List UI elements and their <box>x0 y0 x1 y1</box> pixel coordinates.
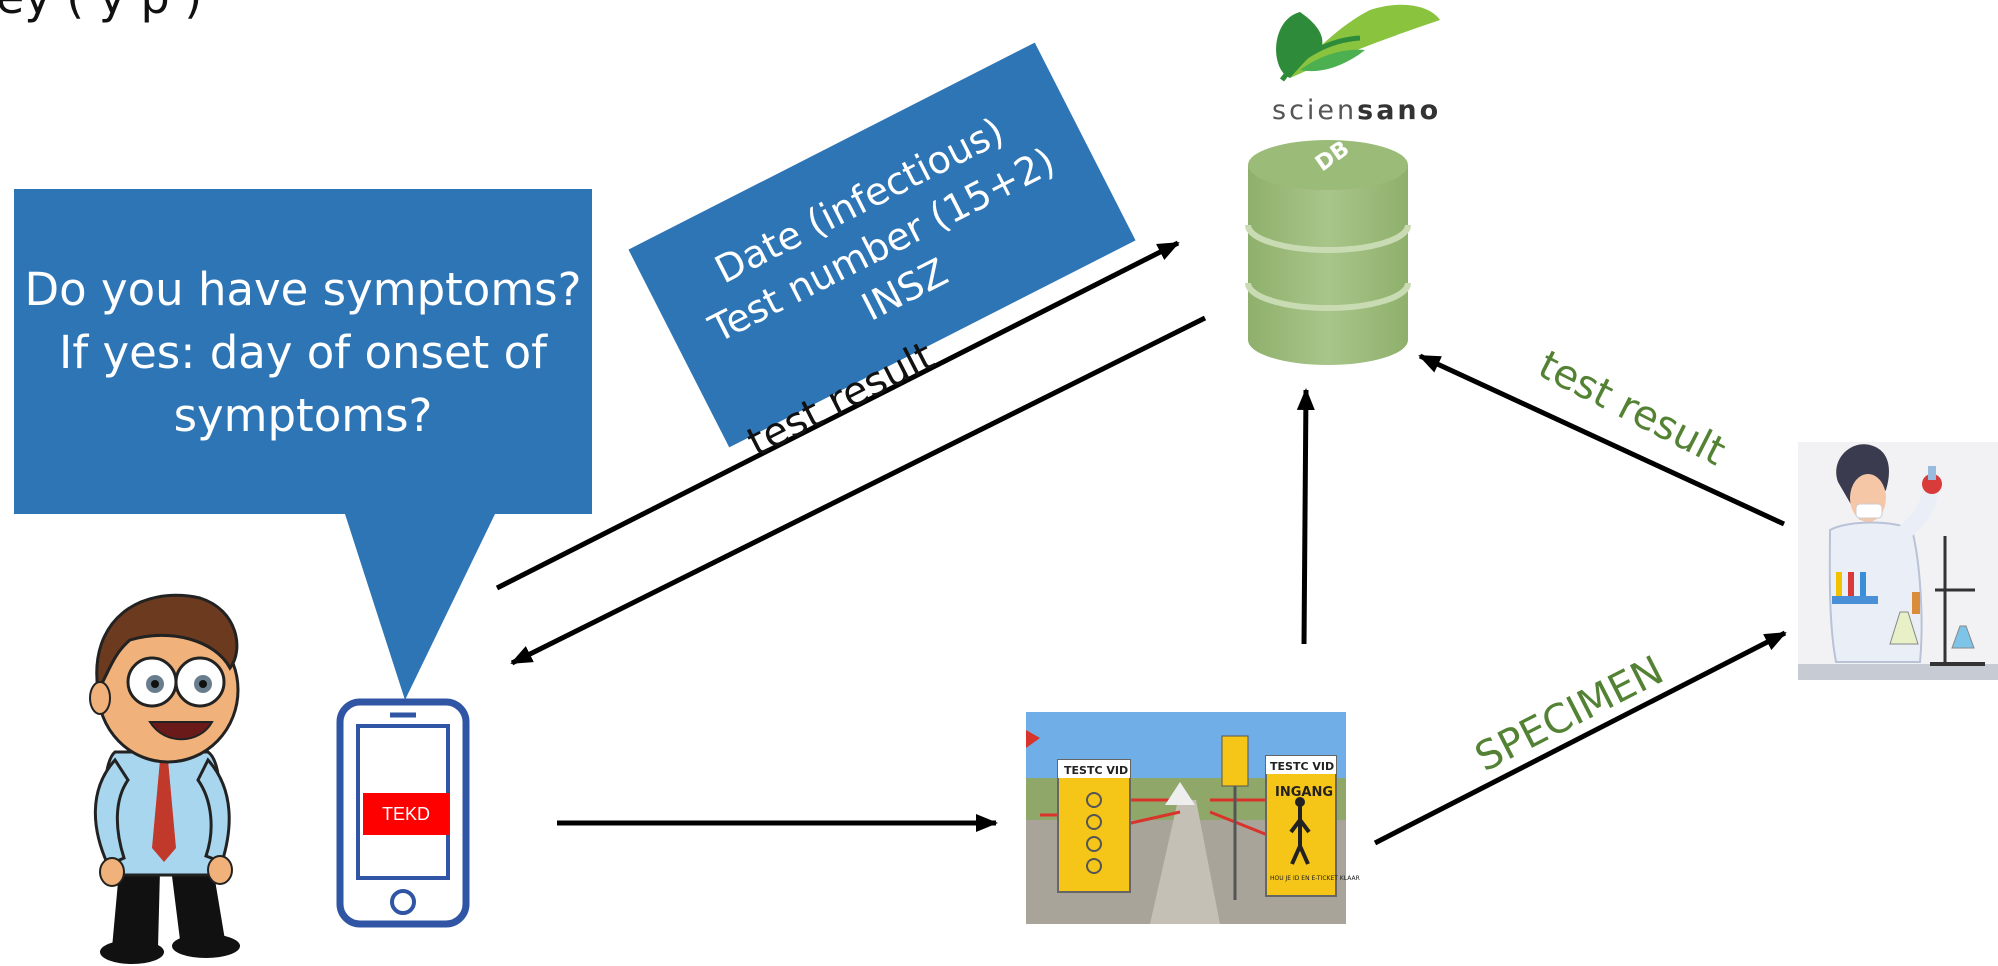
arrow-phone-to-db <box>495 240 1180 591</box>
cartoon-person-icon <box>89 593 240 964</box>
speech-bubble-text: Do you have symptoms? If yes: day of ons… <box>14 258 592 447</box>
database-icon: DB <box>1245 136 1411 365</box>
speech-bubble <box>14 189 592 700</box>
sign-right-title: TESTC VID <box>1270 760 1334 773</box>
header-fragment: ey ( y p ) <box>0 0 202 24</box>
bubble-line-2: If yes: day of onset of <box>59 326 547 379</box>
sign-left-text: TESTC VID <box>1064 764 1128 777</box>
sciensano-logo-text: sciensano <box>1272 95 1441 126</box>
arrow-site-to-db <box>1296 388 1315 645</box>
sign-right-note: HOU JE ID EN E-TICKET KLAAR <box>1270 875 1360 882</box>
phone-app-label: TEKD <box>363 793 449 835</box>
lab-scientist-icon <box>1798 442 1998 680</box>
logo-text-light: scien <box>1272 95 1358 126</box>
bubble-line-3: symptoms? <box>173 389 433 442</box>
sciensano-logo-icon <box>1276 4 1440 82</box>
arrow-db-to-phone <box>510 315 1207 666</box>
test-site-photo: TESTC VID TESTC VID INGANG HOU JE ID EN … <box>1026 712 1360 924</box>
bubble-line-1: Do you have symptoms? <box>24 263 582 316</box>
sign-right-word: INGANG <box>1275 785 1333 800</box>
arrow-lab-to-db <box>1418 353 1786 527</box>
arrow-site-to-lab <box>1373 630 1787 846</box>
logo-text-bold: sano <box>1357 95 1442 126</box>
